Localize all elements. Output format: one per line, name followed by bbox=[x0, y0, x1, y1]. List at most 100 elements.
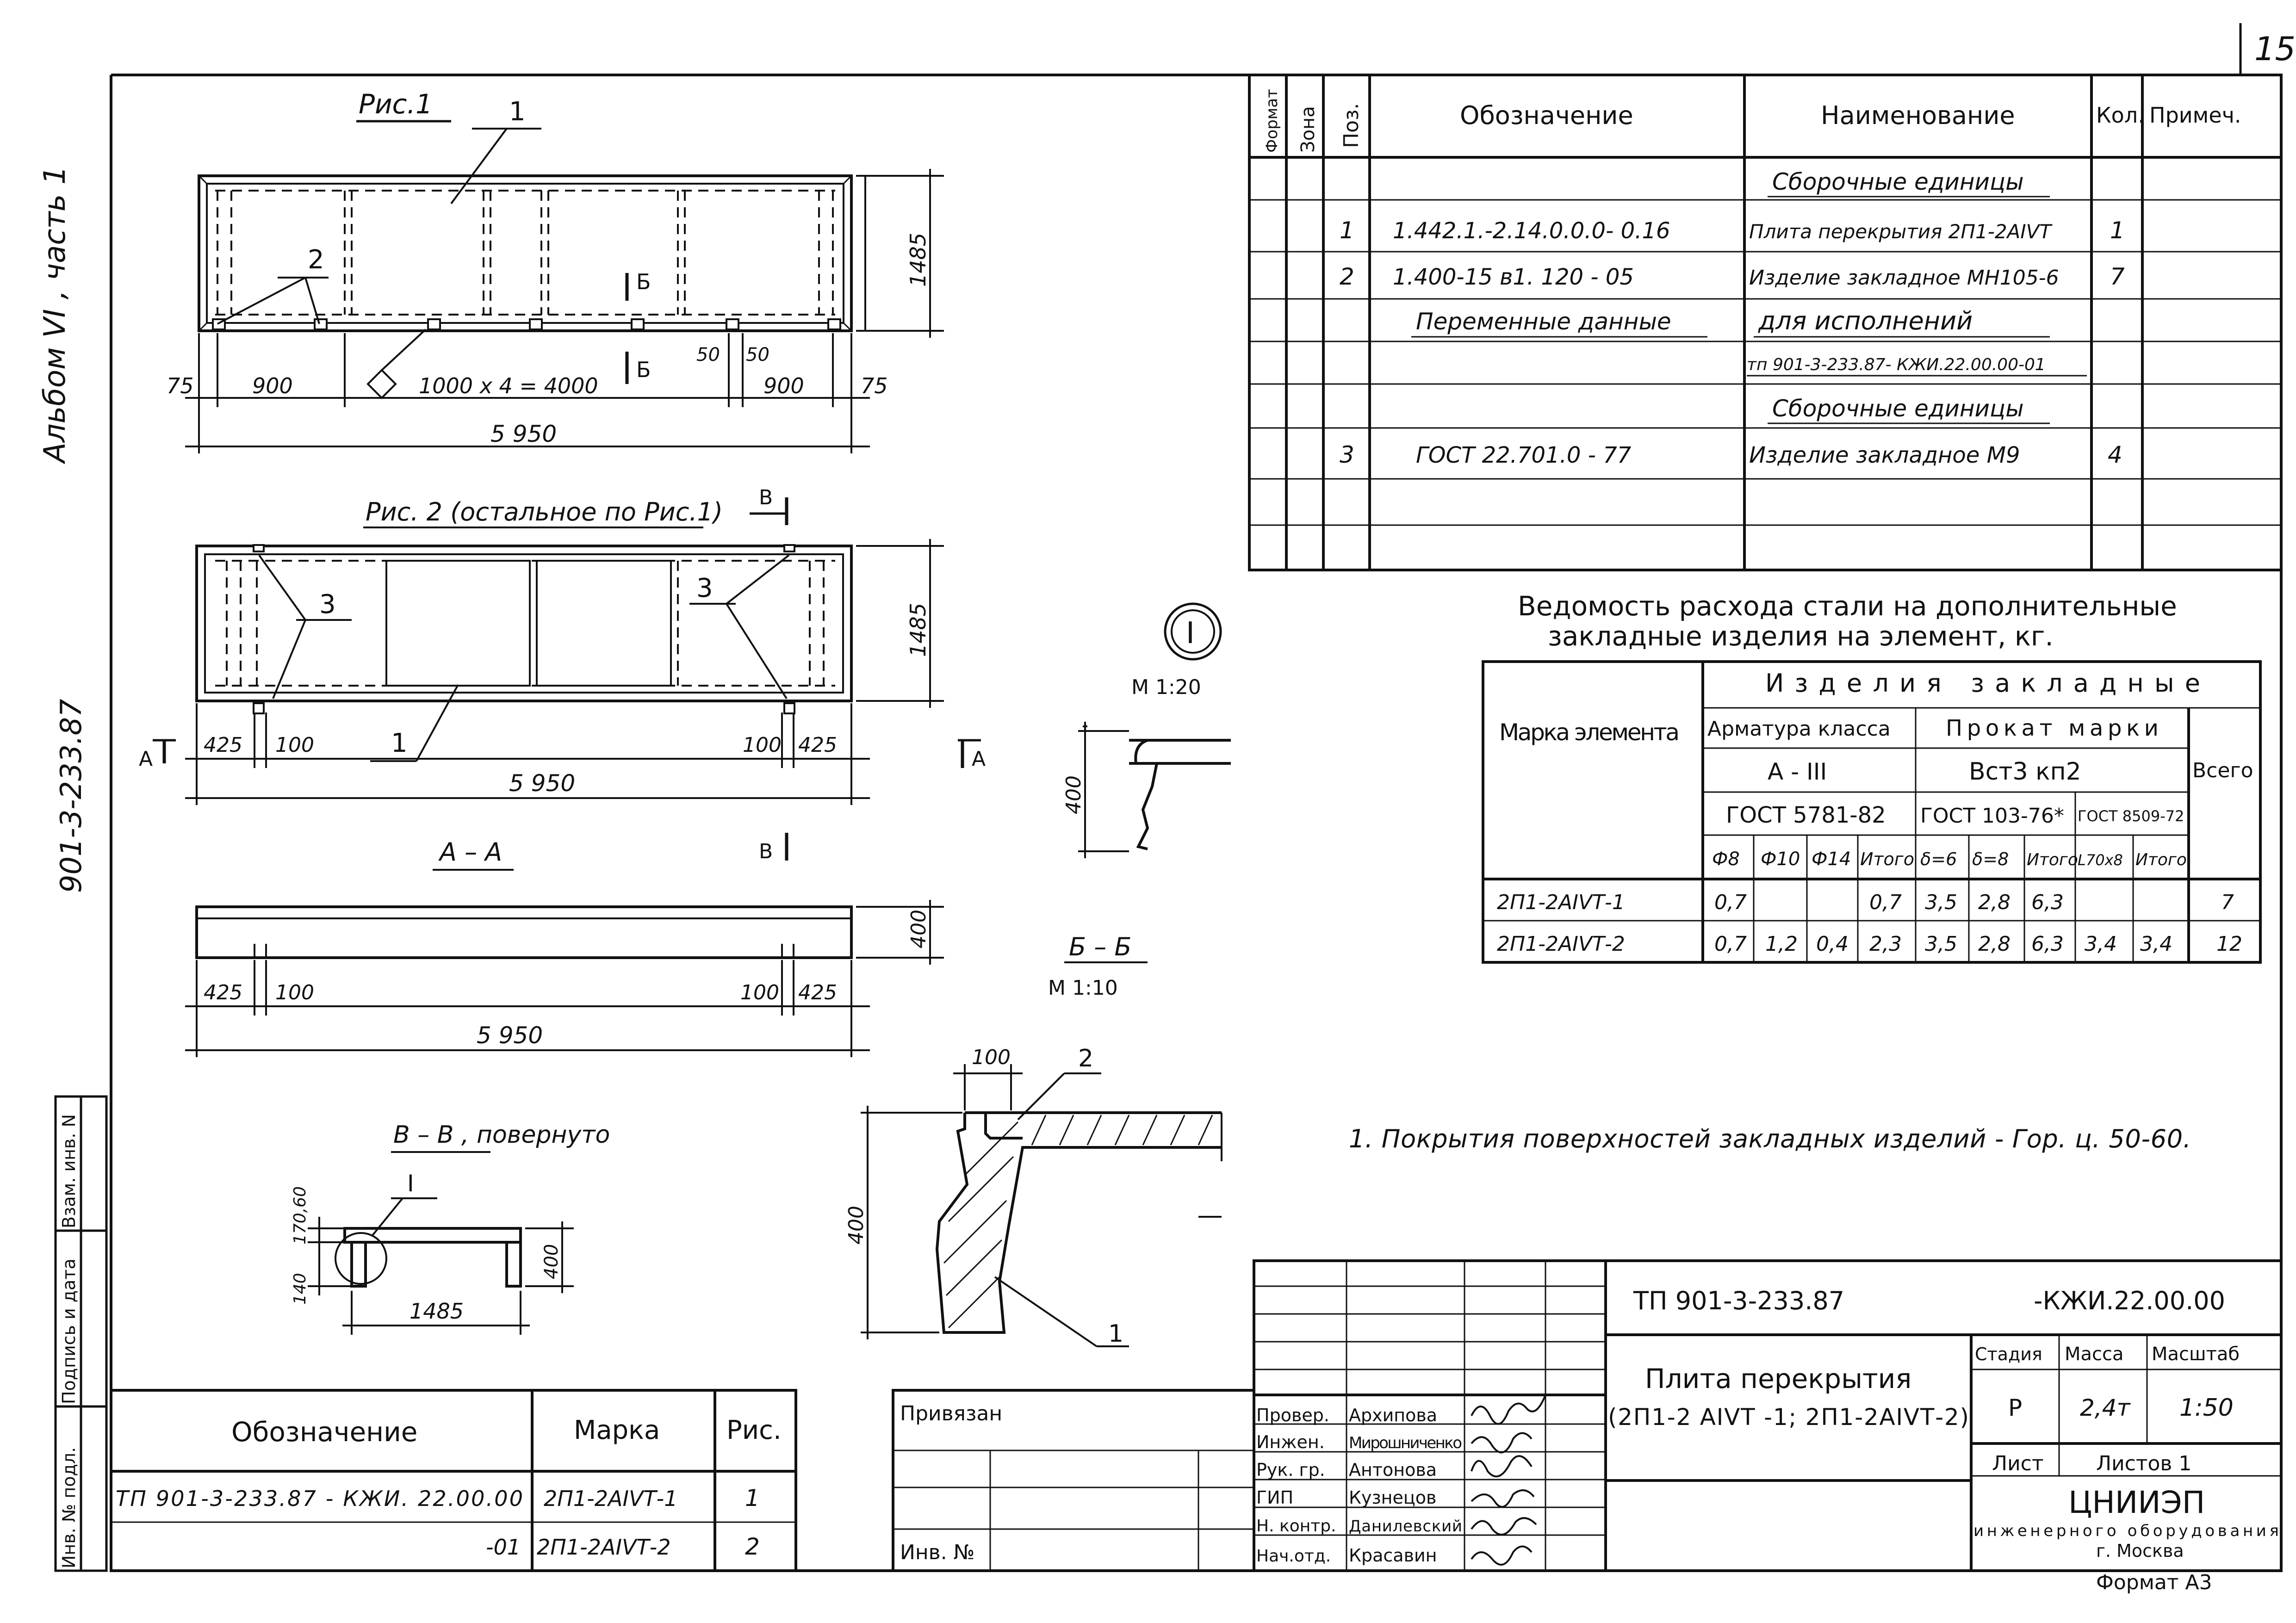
steel-armature-gost: ГОСТ 5781-82 bbox=[1726, 802, 1886, 828]
steel-col-l70: L70х8 bbox=[2078, 851, 2123, 869]
spec-r1-designation: 1.442.1.-2.14.0.0.0- 0.16 bbox=[1393, 218, 1670, 244]
fig2-dim-100-left: 100 bbox=[275, 733, 314, 757]
tb-name-1: Плита перекрытия bbox=[1645, 1363, 1911, 1394]
steel-r0-itogo1: 0,7 bbox=[1869, 891, 1902, 914]
fig2: Рис. 2 (остальное по Рис.1) В 3 3 bbox=[139, 486, 986, 863]
steel-mark-header: Марка элемента bbox=[1499, 719, 1680, 746]
steel-col-itogo2: Итого bbox=[2027, 850, 2078, 869]
tb-sheets-h: Листов 1 bbox=[2096, 1452, 2191, 1475]
spec-header-note: Примеч. bbox=[2149, 103, 2241, 128]
spec-header-pos: Поз. bbox=[1340, 103, 1363, 148]
tb-scale-h: Масштаб bbox=[2152, 1344, 2240, 1365]
fig2-sec-A-right: А bbox=[972, 747, 986, 771]
tb-scale: 1:50 bbox=[2179, 1394, 2234, 1422]
section-VV: В – В , повернуто I 170,60 140 400 1485 bbox=[291, 1121, 610, 1335]
tb-name-2: (2П1-2 АIVТ -1; 2П1-2АIVТ-2) bbox=[1608, 1404, 1969, 1431]
spec-r3-name: для исполнений bbox=[1758, 306, 1973, 335]
fig2-panels bbox=[256, 560, 679, 687]
steel-title-2: закладные изделия на элемент, кг. bbox=[1548, 620, 2054, 652]
marks-header-fig: Рис. bbox=[726, 1415, 782, 1445]
fig1-title: Рис.1 bbox=[359, 88, 433, 120]
section-AA-dim-425-right: 425 bbox=[798, 981, 837, 1004]
steel-col-f14: Ф14 bbox=[1812, 849, 1851, 870]
fig2-sec-V-top: В bbox=[759, 486, 773, 509]
steel-r1-total: 12 bbox=[2216, 932, 2242, 956]
steel-col-f8: Ф8 bbox=[1712, 849, 1740, 870]
section-VV-dim-170-60: 170,60 bbox=[291, 1186, 310, 1245]
stamp-inv-podl: Инв. № подл. bbox=[59, 1447, 79, 1568]
steel-armature-header: Арматура класса bbox=[1707, 717, 1891, 741]
tb-role-0: Провер. bbox=[1256, 1405, 1329, 1425]
fig2-callout-3b: 3 bbox=[696, 573, 713, 603]
tb-role-1: Инжен. bbox=[1256, 1432, 1325, 1452]
marks-r1-fig: 2 bbox=[745, 1533, 760, 1560]
fig2-title: Рис. 2 (остальное по Рис.1) bbox=[366, 497, 723, 527]
project-code-vertical: 901-3-233.87 bbox=[54, 699, 88, 893]
steel-title-1: Ведомость расхода стали на дополнительны… bbox=[1518, 590, 2177, 622]
section-BB-callout-1: 1 bbox=[1108, 1320, 1123, 1348]
stamp-podpis-data: Подпись и дата bbox=[59, 1258, 79, 1404]
section-BB-title: Б – Б bbox=[1069, 932, 1131, 961]
tb-org-3: г. Москва bbox=[2096, 1541, 2184, 1561]
section-AA-dim-400: 400 bbox=[907, 910, 931, 948]
steel-col-itogo3: Итого bbox=[2135, 850, 2187, 869]
steel-prokat-header: Прокат марки bbox=[1946, 715, 2159, 741]
fig1-plate-outline bbox=[198, 174, 853, 332]
fig1-callout-2: 2 bbox=[308, 245, 324, 275]
fig1-section-B-top: Б bbox=[636, 269, 651, 294]
steel-col-s8: δ=8 bbox=[1972, 849, 2009, 869]
steel-r0-f8: 0,7 bbox=[1714, 891, 1747, 914]
section-VV-callout: I bbox=[407, 1170, 414, 1197]
section-BB-dim-400: 400 bbox=[844, 1206, 868, 1245]
fig1-dimensions bbox=[185, 169, 944, 453]
spec-r2-pos: 2 bbox=[1340, 263, 1354, 290]
tb-role-3: ГИП bbox=[1256, 1487, 1293, 1508]
steel-r1-l70: 3,4 bbox=[2085, 932, 2117, 956]
fig1-section-B-bottom: Б bbox=[636, 357, 651, 382]
margin-stamp bbox=[54, 1095, 108, 1572]
marks-header-mark: Марка bbox=[574, 1415, 660, 1445]
marks-r0-designation: ТП 901-3-233.87 - КЖИ. 22.00.00 bbox=[116, 1486, 523, 1511]
sheet-number: 15 bbox=[2254, 30, 2296, 68]
detail-I: I М 1:20 400 bbox=[1062, 602, 1231, 858]
tb-name-1-person: Мирошниченко bbox=[1349, 1434, 1462, 1452]
tb-name-4-person: Данилевский bbox=[1349, 1517, 1462, 1536]
fig2-embedded-parts bbox=[253, 544, 795, 714]
steel-r1-f10: 1,2 bbox=[1765, 932, 1798, 956]
steel-armature-class: А - III bbox=[1768, 758, 1827, 785]
steel-r1-itogo3: 3,4 bbox=[2140, 932, 2172, 956]
spec-r1-qty: 1 bbox=[2110, 217, 2125, 244]
steel-prokat-mark: Вст3 кп2 bbox=[1969, 758, 2081, 786]
section-BB-scale: М 1:10 bbox=[1048, 976, 1118, 1000]
section-AA-dim-100-left: 100 bbox=[275, 981, 314, 1004]
inv-no-label: Инв. № bbox=[900, 1541, 974, 1564]
steel-r1-f14: 0,4 bbox=[1816, 932, 1849, 956]
spec-r2-qty: 7 bbox=[2110, 263, 2125, 290]
section-AA-dim-total: 5 950 bbox=[477, 1022, 543, 1049]
spec-header-format: Формат bbox=[1263, 89, 1281, 153]
steel-r1-s8: 2,8 bbox=[1978, 932, 2011, 956]
section-VV-title: В – В , повернуто bbox=[393, 1121, 610, 1149]
steel-col-s6: δ=6 bbox=[1920, 849, 1957, 869]
fig1-ribs bbox=[215, 190, 835, 316]
steel-col-f10: Ф10 bbox=[1761, 849, 1800, 870]
fig1-dim-50b: 50 bbox=[746, 344, 769, 365]
marks-r0-fig: 1 bbox=[745, 1485, 760, 1511]
stamp-vzam-inv: Взам. инв. N bbox=[59, 1114, 79, 1228]
fig2-dim-height: 1485 bbox=[906, 603, 931, 657]
fig2-callout-3a: 3 bbox=[319, 589, 336, 619]
spec-r6-pos: 3 bbox=[1340, 441, 1354, 468]
spec-r4-name: тп 901-3-233.87- КЖИ.22.00.00-01 bbox=[1747, 355, 2046, 374]
spec-r2-designation: 1.400-15 в1. 120 - 05 bbox=[1393, 264, 1634, 290]
section-AA: А – А 425 100 100 425 5 950 400 bbox=[185, 837, 944, 1057]
fig1-dim-mid: 1000 х 4 = 4000 bbox=[419, 373, 598, 398]
fig2-sec-A-left: А bbox=[139, 747, 153, 771]
steel-r0-s8: 2,8 bbox=[1978, 891, 2011, 914]
fig1-dim-75-left: 75 bbox=[167, 373, 194, 398]
tb-role-4: Н. контр. bbox=[1256, 1517, 1336, 1536]
tb-name-2-person: Антонова bbox=[1349, 1460, 1437, 1480]
note-text: 1. Покрытия поверхностей закладных издел… bbox=[1349, 1124, 2191, 1153]
sheet-frame bbox=[110, 23, 2283, 1572]
tb-code-left: ТП 901-3-233.87 bbox=[1633, 1286, 1844, 1315]
fig1-callout-1: 1 bbox=[509, 97, 526, 127]
